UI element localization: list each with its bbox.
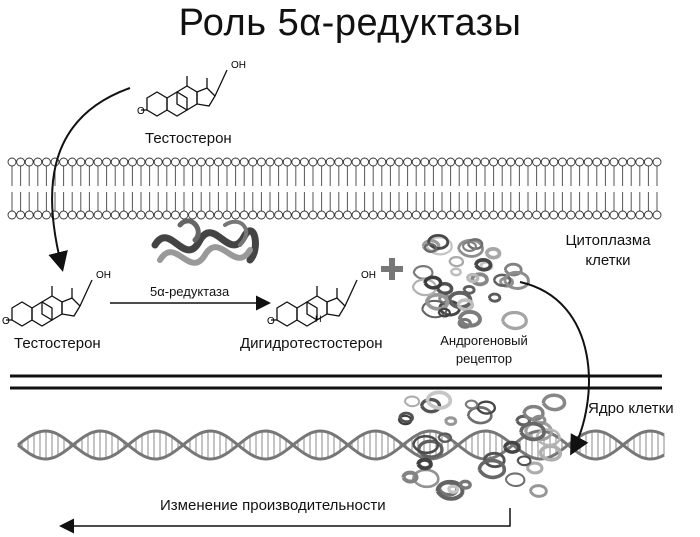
testosterone-molecule-left: OH O [2,270,111,327]
label-dht: Дигидротестостерон [240,335,383,352]
dht-molecule: OH O H [267,270,376,327]
label-enzyme: 5α-редуктаза [150,284,230,299]
enzyme-ribbon [151,218,259,266]
label-productivity: Изменение производительности [160,497,386,514]
receptor-dna-complex [397,390,567,501]
diagram-title: Роль 5α-редуктазы [178,2,522,44]
testosterone-molecule-top: OH O [137,60,246,117]
label-testosterone-left: Тестостерон [14,335,101,352]
label-cytoplasm-line2: клетки [585,252,631,269]
molecule-oh-label: OH [231,60,246,71]
label-testosterone-top: Тестостерон [145,130,232,147]
arrow-productivity [59,508,511,534]
molecule-o-label: O [267,316,275,327]
arrow-receptor-to-nucleus [519,281,590,456]
molecule-o-label: O [2,316,10,327]
arrow-testosterone-entry [48,87,131,272]
cell-membrane [7,157,662,220]
dna-helix [17,429,665,461]
molecule-oh-label: OH [96,270,111,281]
nuclear-envelope [10,374,662,390]
molecule-h-label: H [315,314,322,324]
label-receptor-line2: рецептор [455,351,513,366]
molecule-oh-label: OH [361,270,376,281]
label-nucleus: Ядро клетки [588,400,674,417]
label-cytoplasm-line1: Цитоплазма [565,232,651,249]
androgen-receptor-protein [411,233,530,330]
plus-icon [381,258,403,280]
molecule-o-label: O [137,106,145,117]
label-receptor-line1: Андрогеновый [440,333,528,348]
